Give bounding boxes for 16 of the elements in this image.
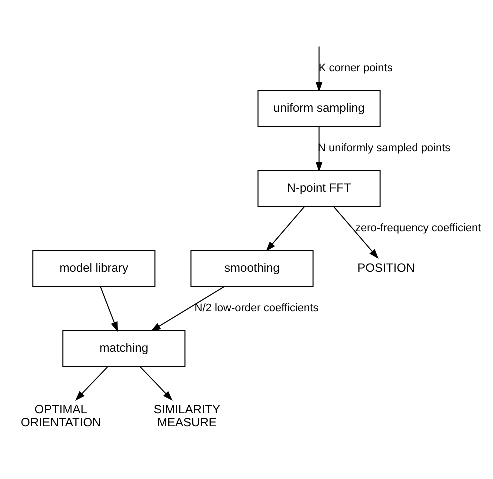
node-box: uniform sampling	[258, 90, 381, 127]
arrow	[140, 366, 173, 400]
node-box: N-point FFT	[258, 170, 381, 207]
node-box: model library	[32, 250, 156, 287]
arrow	[334, 206, 379, 259]
edge-label: N/2 low-order coefficients	[194, 302, 319, 314]
arrow	[150, 286, 225, 332]
node-box: smoothing	[190, 250, 314, 287]
edge-label: zero-frequency coefficient	[355, 222, 482, 234]
arrow	[75, 366, 108, 400]
node-text: OPTIMAL ORIENTATION	[21, 402, 102, 430]
node-text: SIMILARITY MEASURE	[154, 402, 221, 430]
node-text: POSITION	[358, 260, 416, 274]
node-box: matching	[62, 330, 186, 367]
arrow	[100, 286, 118, 332]
arrow	[266, 206, 305, 252]
